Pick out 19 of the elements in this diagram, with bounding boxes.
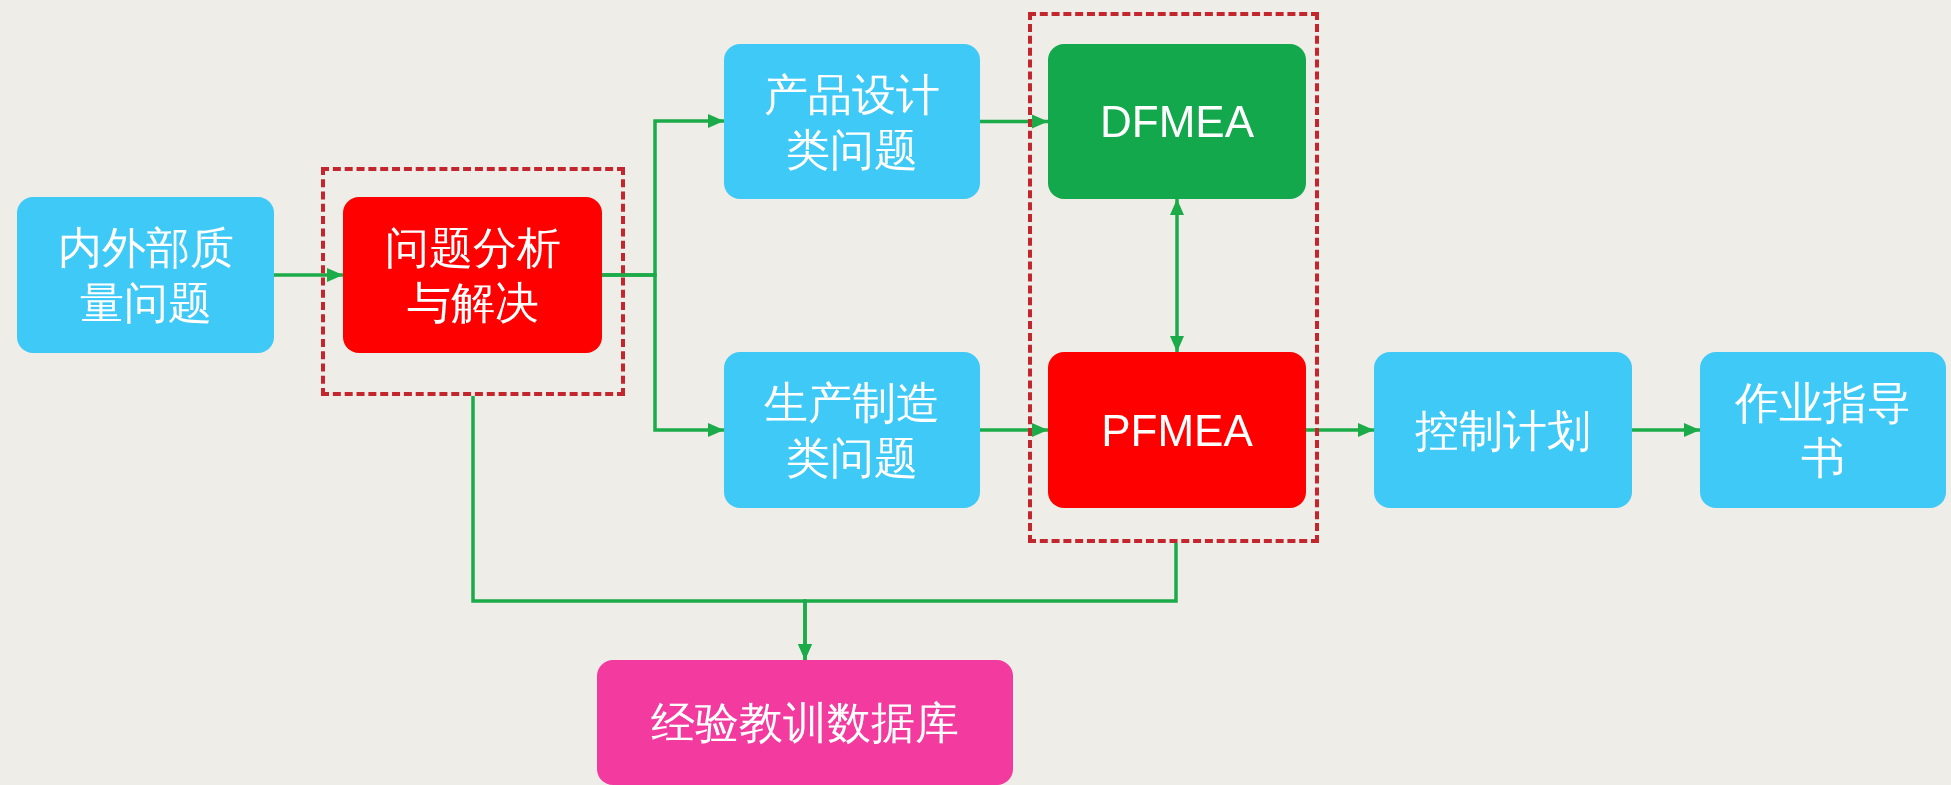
process-box: 产品设计类问题 bbox=[724, 44, 980, 199]
arrow bbox=[1170, 199, 1184, 352]
arrow bbox=[274, 268, 343, 282]
database-box: 经验教训数据库 bbox=[597, 660, 1013, 785]
arrow bbox=[980, 423, 1048, 437]
arrow bbox=[798, 543, 1178, 660]
process-box: 作业指导书 bbox=[1700, 352, 1946, 508]
dashed-frame bbox=[321, 167, 625, 396]
process-box: 生产制造类问题 bbox=[724, 352, 980, 508]
process-box: 问题分析与解决 bbox=[343, 197, 602, 353]
process-box: 控制计划 bbox=[1374, 352, 1632, 508]
dashed-frame bbox=[1028, 12, 1319, 543]
process-box: 内外部质量问题 bbox=[17, 197, 274, 353]
arrow bbox=[980, 114, 1048, 129]
process-box: DFMEA bbox=[1048, 44, 1306, 199]
arrow bbox=[1632, 423, 1700, 437]
process-box: PFMEA bbox=[1048, 352, 1306, 508]
arrow bbox=[602, 273, 724, 437]
arrow bbox=[1306, 423, 1374, 437]
